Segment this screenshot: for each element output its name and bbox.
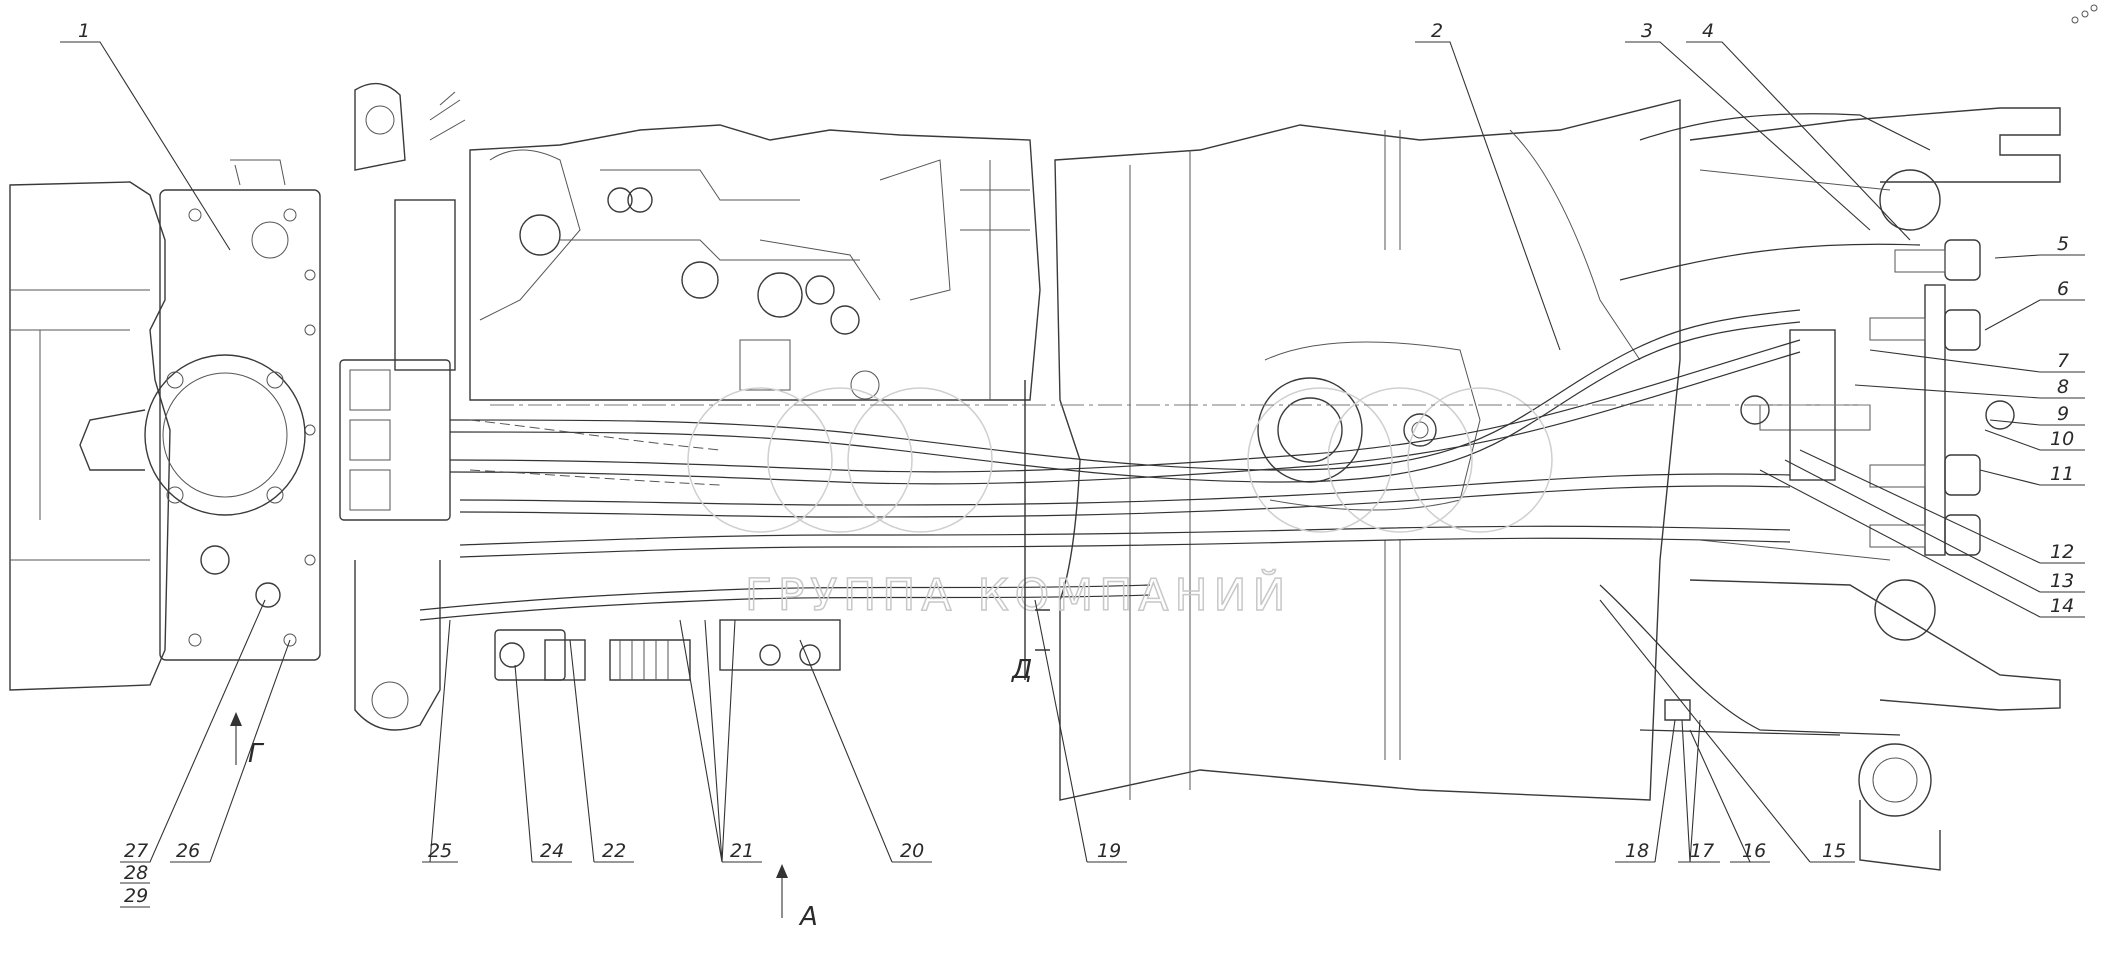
leader-7 [1869, 349, 2085, 373]
leader-27 [120, 599, 266, 863]
watermark-text: ГРУППА КОМПАНИЙ [745, 568, 1291, 621]
distributor-valve [339, 82, 466, 731]
leader-15 [1599, 599, 1855, 863]
leader-2 [1415, 41, 1561, 351]
corner-mark [2071, 4, 2098, 24]
callout-5: 5 [2057, 233, 2069, 255]
hitch-mechanism [469, 124, 1041, 401]
callout-10: 10 [2050, 428, 2074, 450]
lower-components [494, 619, 1691, 721]
leader-19 [1034, 599, 1127, 863]
view-markers: Г А Д [230, 655, 1032, 932]
leader-11 [1979, 469, 2085, 486]
watermark: ГРУППА КОМПАНИЙ [687, 387, 1553, 622]
center-lines [490, 380, 1870, 680]
callout-9: 9 [2057, 403, 2069, 425]
callout-14: 14 [2050, 595, 2074, 617]
callout-20: 20 [900, 840, 924, 862]
leader-13 [1784, 459, 2085, 593]
callout-25: 25 [428, 840, 452, 862]
view-d-label: Д [1011, 655, 1032, 685]
leader-4 [1686, 41, 1911, 241]
callout-7: 7 [2057, 350, 2069, 372]
callout-18: 18 [1625, 840, 1649, 862]
callout-27: 27 [124, 840, 148, 862]
view-g-label: Г [248, 739, 265, 769]
callout-1: 1 [78, 20, 90, 42]
callout-22: 22 [602, 840, 626, 862]
leader-10 [1984, 429, 2085, 451]
leader-18 [1615, 719, 1676, 863]
callout-29: 29 [124, 885, 148, 907]
callout-11: 11 [2050, 463, 2074, 485]
leader-25 [422, 619, 458, 863]
callout-21: 21 [730, 840, 754, 862]
callout-16: 16 [1742, 840, 1766, 862]
leader-6 [1984, 299, 2085, 331]
rear-axle-body [1054, 99, 1681, 801]
callout-2: 2 [1431, 20, 1443, 42]
leader-14 [1759, 469, 2085, 618]
leader-1 [60, 41, 231, 251]
leader-9 [1989, 419, 2085, 426]
leader-8 [1854, 384, 2085, 399]
leader-5 [1994, 254, 2085, 259]
leader-12 [1799, 449, 2085, 564]
leader-20 [799, 639, 932, 863]
hydraulic-hoses [419, 113, 1931, 736]
leader-16 [1689, 729, 1770, 863]
leader-17 [1678, 719, 1720, 863]
callout-6: 6 [2057, 278, 2069, 300]
callout-4: 4 [1702, 20, 1714, 42]
callouts: 1 2 3 4 5 6 7 8 9 10 11 12 13 14 15 16 1… [60, 20, 2085, 908]
lift-arms [1689, 107, 2061, 871]
leader-24 [514, 664, 572, 863]
leader-21 [679, 619, 762, 863]
callout-17: 17 [1690, 840, 1714, 862]
leader-22 [569, 639, 634, 863]
callout-28: 28 [124, 862, 148, 884]
callout-15: 15 [1822, 840, 1846, 862]
view-a-label: А [798, 902, 818, 932]
callout-26: 26 [176, 840, 200, 862]
leader-26 [170, 639, 291, 863]
callout-24: 24 [540, 840, 564, 862]
callout-3: 3 [1641, 20, 1653, 42]
callout-19: 19 [1097, 840, 1121, 862]
callout-12: 12 [2050, 541, 2074, 563]
callout-13: 13 [2050, 570, 2074, 592]
leader-3 [1625, 41, 1871, 231]
callout-8: 8 [2057, 376, 2069, 398]
transmission-housing [9, 159, 321, 691]
